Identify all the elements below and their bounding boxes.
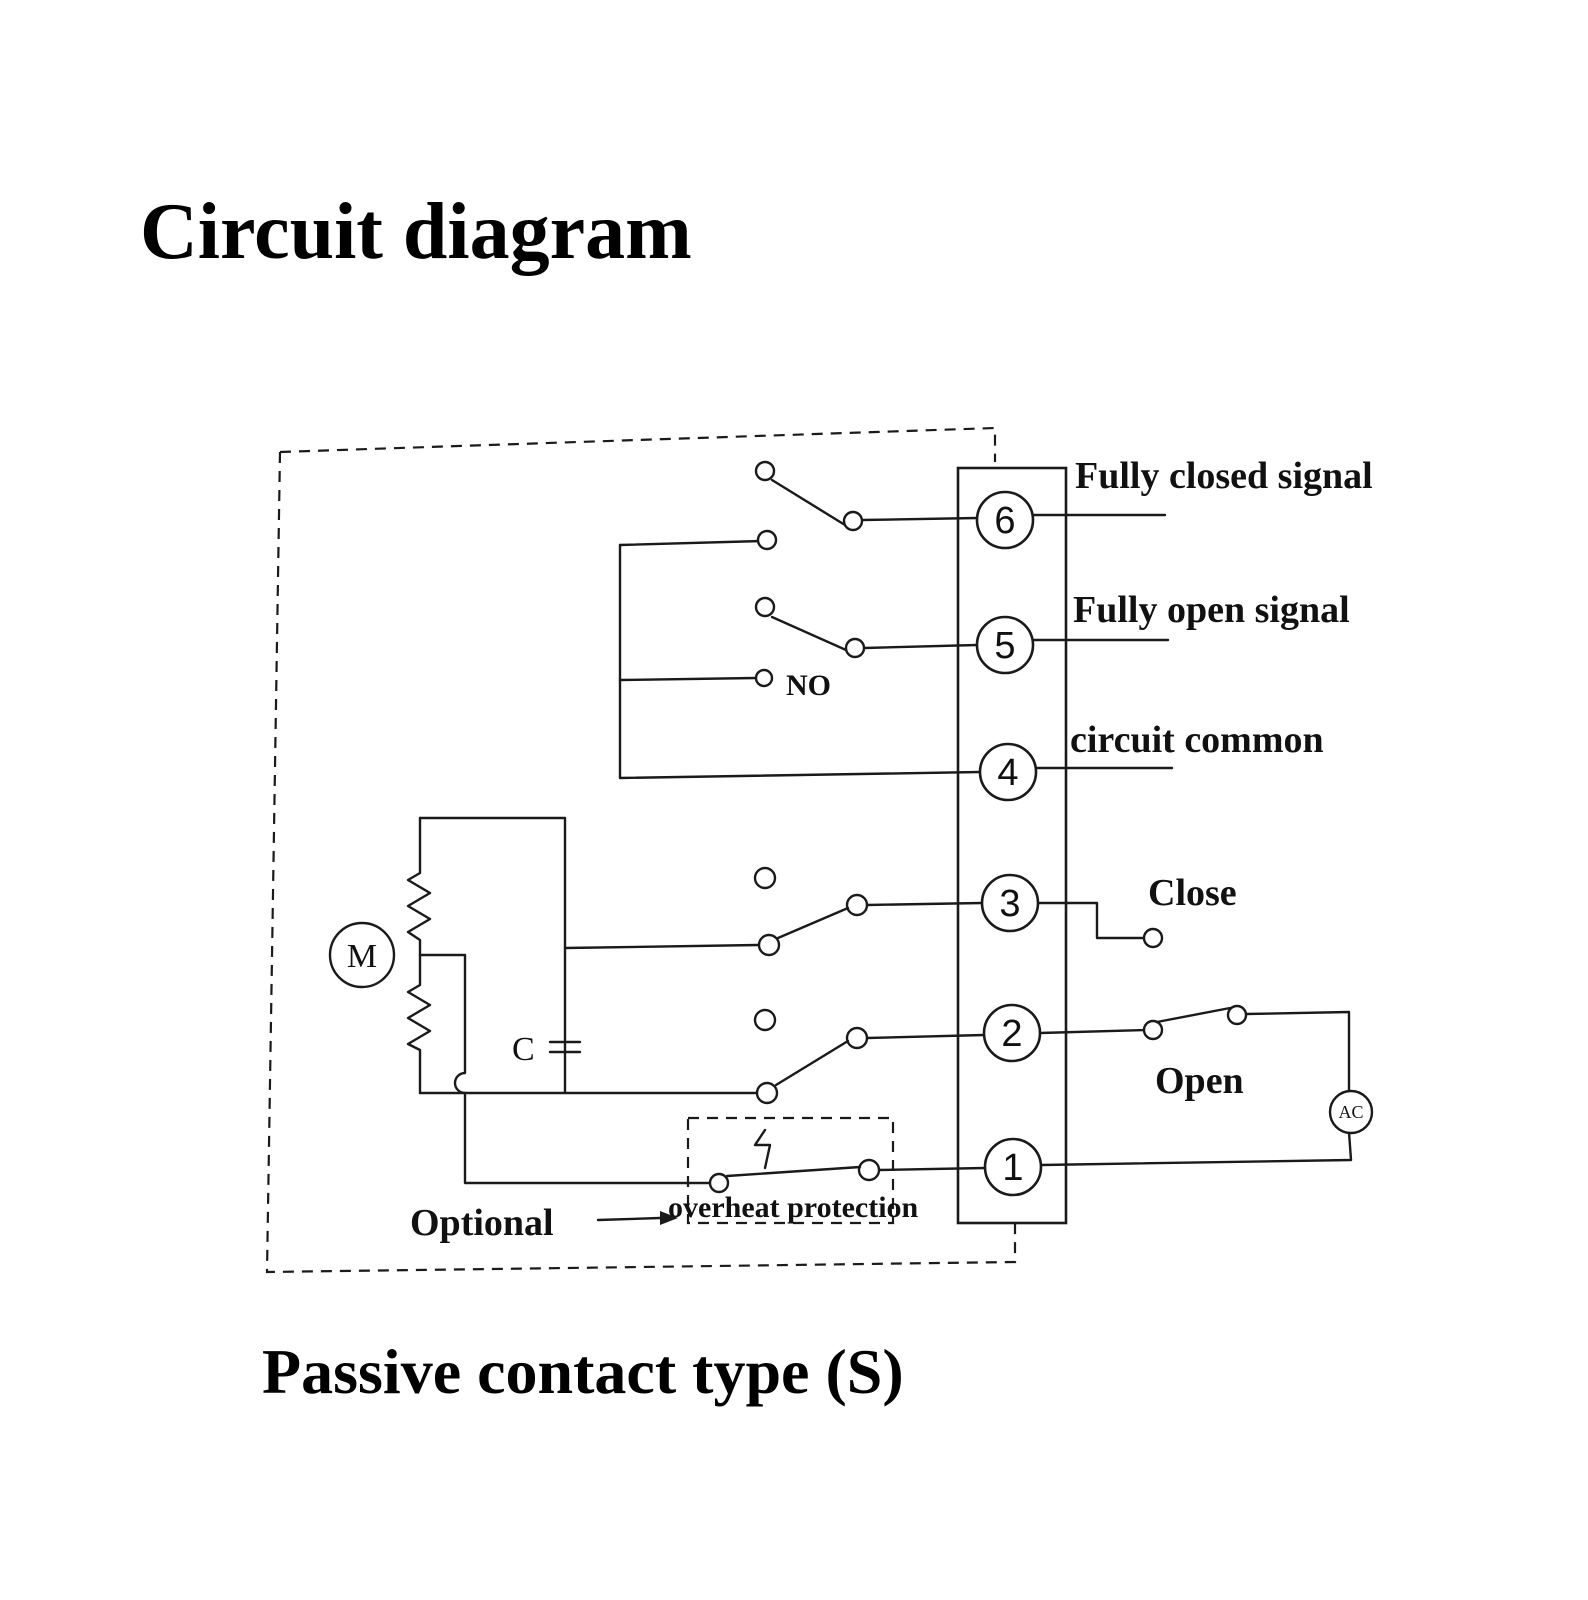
label-close: Close xyxy=(1148,872,1237,914)
enclosure-boundary xyxy=(265,426,1017,1274)
terminal-3: 3 xyxy=(980,873,1040,933)
limit-switch-6 xyxy=(618,460,979,551)
direction-switch-open xyxy=(753,1008,986,1105)
page-title: Circuit diagram xyxy=(140,188,692,276)
overheat-protection: overheat protection xyxy=(668,1116,987,1225)
terminal-3-number: 3 xyxy=(999,883,1020,925)
limit-switch-5: NO xyxy=(618,596,979,702)
terminal-2: 2 xyxy=(982,1003,1042,1063)
terminal-6: 6 xyxy=(975,490,1035,550)
terminal-2-number: 2 xyxy=(1001,1013,1022,1055)
direction-switch-close xyxy=(753,866,1164,957)
optional-arrow xyxy=(596,1211,678,1225)
motor-symbol xyxy=(328,921,396,989)
label-circuit-common: circuit common xyxy=(1070,719,1324,761)
terminal-5-number: 5 xyxy=(994,625,1015,667)
terminal-4: 4 xyxy=(978,742,1038,802)
terminal-1: 1 xyxy=(983,1137,1043,1197)
motor-assembly: C M xyxy=(328,816,760,1185)
terminal-1-number: 1 xyxy=(1002,1147,1023,1189)
capacitor-top-wire xyxy=(418,816,567,1095)
label-fully-closed-signal: Fully closed signal xyxy=(1075,455,1373,497)
ac-source-label: AC xyxy=(1338,1102,1363,1122)
common-bus xyxy=(618,543,982,780)
ac-source-symbol xyxy=(1328,1089,1374,1135)
label-no-contact: NO xyxy=(786,669,831,702)
page-subtitle: Passive contact type (S) xyxy=(262,1336,904,1407)
external-supply: AC xyxy=(1038,1004,1374,1167)
terminal-6-number: 6 xyxy=(994,500,1015,542)
label-fully-open-signal: Fully open signal xyxy=(1073,589,1350,631)
terminal-4-number: 4 xyxy=(997,752,1018,794)
label-optional: Optional xyxy=(410,1202,554,1244)
label-open: Open xyxy=(1155,1060,1244,1102)
terminal-5: 5 xyxy=(975,615,1035,675)
terminal-block xyxy=(956,466,1068,1225)
label-overheat-protection: overheat protection xyxy=(668,1191,919,1224)
capacitor-label: C xyxy=(512,1031,535,1068)
motor-label: M xyxy=(347,938,377,975)
